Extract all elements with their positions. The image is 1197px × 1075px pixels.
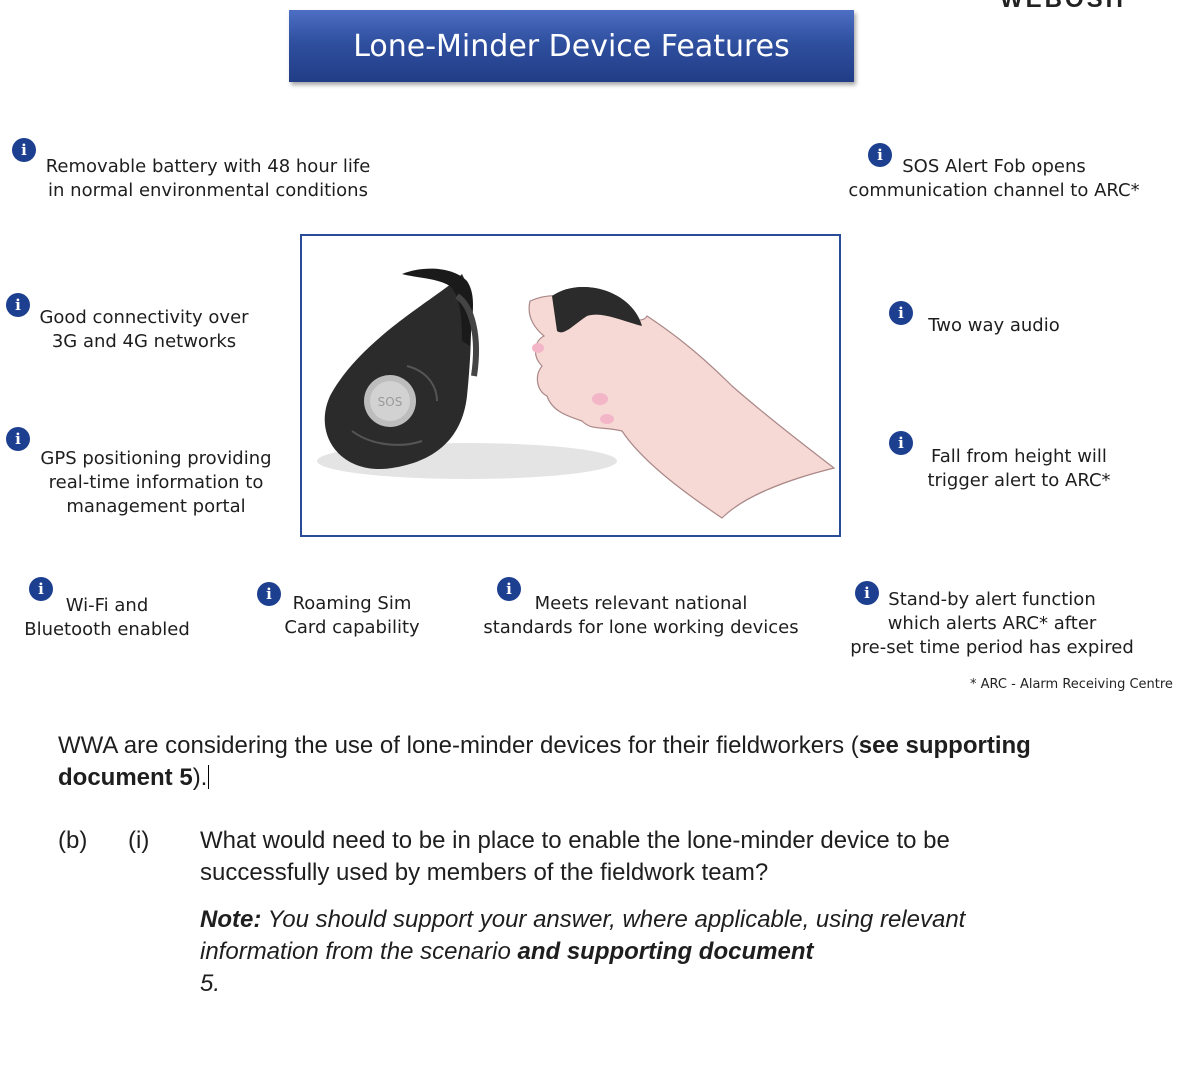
device-illustration: SOS: [317, 268, 836, 519]
feature-connectivity-line-2: 3G and 4G networks: [51, 331, 237, 352]
feature-fall: Fall from height will trigger alert to A…: [918, 445, 1120, 493]
note-bold: and supporting document: [517, 938, 814, 965]
feature-standards: Meets relevant national standards for lo…: [478, 592, 804, 640]
feature-wifi-line-1: Wi-Fi and: [65, 595, 149, 616]
text-cursor: [208, 765, 210, 789]
feature-gps-line-2: real-time information to: [48, 472, 264, 493]
feature-gps-line-1: GPS positioning providing: [40, 448, 272, 469]
question-intro-end: ).: [192, 764, 208, 791]
footnote-arc: * ARC - Alarm Receiving Centre: [970, 677, 1173, 692]
info-icon: i: [497, 577, 521, 601]
question-note: Note: You should support your answer, wh…: [200, 904, 1050, 1000]
features-title: Lone-Minder Device Features: [353, 28, 790, 64]
feature-audio: Two way audio: [922, 314, 1066, 338]
note-text: You should support your answer, where ap…: [200, 906, 966, 965]
feature-sos: SOS Alert Fob opens communication channe…: [842, 155, 1146, 203]
feature-wifi-line-2: Bluetooth enabled: [24, 619, 190, 640]
question-sub-label: (i): [128, 827, 150, 854]
feature-standby-line-3: pre-set time period has expired: [850, 637, 1134, 658]
feature-standby-line-2: which alerts ARC* after: [887, 613, 1097, 634]
feature-connectivity: Good connectivity over 3G and 4G network…: [36, 306, 252, 354]
question-intro-text: WWA are considering the use of lone-mind…: [58, 732, 859, 759]
feature-battery-line-1: Removable battery with 48 hour life: [45, 156, 371, 177]
features-title-banner: Lone-Minder Device Features: [289, 10, 854, 82]
header-corner-text: WEBOSH: [1000, 0, 1190, 14]
info-icon: i: [889, 301, 913, 325]
question-intro-bold: see supporting document 5: [58, 732, 1031, 791]
feature-connectivity-line-1: Good connectivity over: [39, 307, 249, 328]
sos-fob-device: [324, 268, 479, 470]
info-icon: i: [6, 427, 30, 451]
feature-standby: Stand-by alert function which alerts ARC…: [846, 588, 1138, 660]
question-part-label: (b): [58, 827, 88, 854]
info-icon: i: [6, 293, 30, 317]
feature-gps-line-3: management portal: [66, 496, 246, 517]
info-icon: i: [29, 577, 53, 601]
feature-battery-line-2: in normal environmental conditions: [48, 180, 368, 201]
feature-battery: Removable battery with 48 hour life in n…: [40, 155, 376, 203]
info-icon: i: [12, 138, 36, 162]
device-illustration-frame: SOS: [300, 234, 841, 537]
info-icon: i: [889, 431, 913, 455]
feature-audio-line-1: Two way audio: [928, 315, 1060, 336]
note-label: Note:: [200, 906, 262, 933]
info-icon: i: [855, 581, 879, 605]
hand-holding-device: [528, 287, 836, 519]
info-icon: i: [257, 582, 281, 606]
feature-fall-line-2: trigger alert to ARC*: [927, 470, 1111, 491]
question-body: What would need to be in place to enable…: [200, 827, 950, 886]
feature-standards-line-2: standards for lone working devices: [483, 617, 799, 638]
note-end: 5.: [200, 970, 221, 997]
feature-sim-line-2: Card capability: [284, 617, 420, 638]
feature-gps: GPS positioning providing real-time info…: [34, 447, 278, 519]
feature-standby-line-1: Stand-by alert function: [888, 589, 1096, 610]
question-intro: WWA are considering the use of lone-mind…: [58, 730, 1058, 794]
feature-standards-line-1: Meets relevant national: [534, 593, 748, 614]
feature-sim-line-1: Roaming Sim: [292, 593, 412, 614]
device-sos-label: SOS: [378, 395, 403, 409]
info-icon: i: [868, 143, 892, 167]
feature-fall-line-1: Fall from height will: [931, 446, 1107, 467]
feature-wifi: Wi-Fi and Bluetooth enabled: [18, 594, 196, 642]
feature-sos-line-1: SOS Alert Fob opens: [902, 156, 1086, 177]
feature-sos-line-2: communication channel to ARC*: [848, 180, 1140, 201]
feature-sim: Roaming Sim Card capability: [280, 592, 424, 640]
